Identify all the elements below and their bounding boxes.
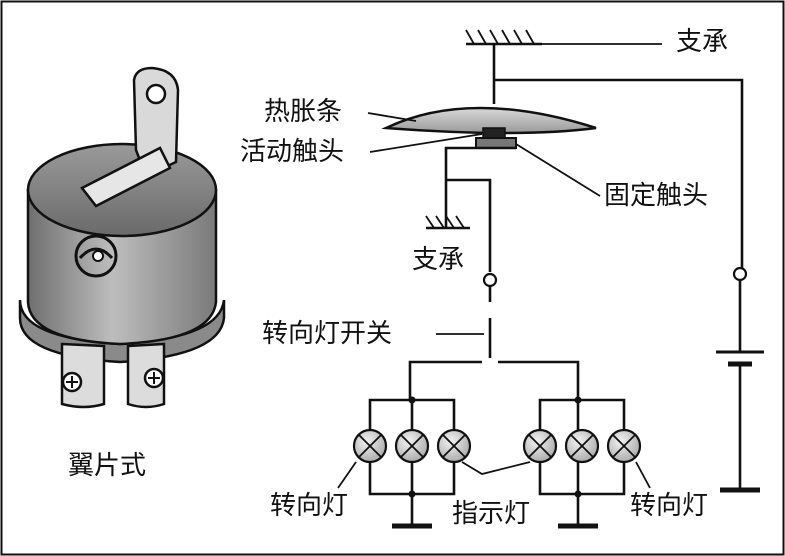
turn-lamp-left-leader <box>337 461 357 489</box>
fixed-contact-support-bar <box>444 146 516 180</box>
thermal-strip-leader <box>367 112 417 122</box>
turn-lamp-right-leader <box>635 461 651 489</box>
label-turn-lamp-left: 转向灯 <box>270 491 348 521</box>
switch-right-contact <box>498 360 580 400</box>
moving-contact-leader <box>369 133 483 153</box>
switch-terminal-upper <box>482 272 498 288</box>
indicator-lamp-left <box>436 428 472 464</box>
label-fixed-contact: 固定触头 <box>604 181 708 211</box>
battery-feed-wire <box>494 78 744 268</box>
turn-lamp-right-2 <box>606 428 642 464</box>
moving-contact <box>482 127 506 139</box>
turn-lamp-left-1 <box>352 428 388 464</box>
battery-terminal <box>732 266 748 282</box>
turn-lamp-right-1 <box>564 428 600 464</box>
indicator-lamp-right <box>522 428 558 464</box>
thermal-expansion-strip <box>381 106 597 135</box>
right-lamp-bank <box>522 396 642 529</box>
middle-support-ground-symbol <box>425 180 470 230</box>
device-caption: 翼片式 <box>68 451 146 481</box>
logo-emblem <box>74 234 118 278</box>
turn-lamp-left-2 <box>394 428 430 464</box>
label-turn-switch: 转向灯开关 <box>262 319 392 349</box>
top-support-ground-symbol <box>465 29 542 46</box>
fixed-contact <box>475 137 517 149</box>
wing-type-flasher-illustration <box>18 66 226 409</box>
label-support-mid: 支承 <box>412 245 464 275</box>
switch-feed-wire <box>446 178 492 272</box>
switch-left-contact <box>408 360 482 400</box>
label-turn-lamp-right: 转向灯 <box>630 491 708 521</box>
indicator-lamp-leader <box>461 461 531 475</box>
label-support-top: 支承 <box>676 27 728 57</box>
fixed-contact-leader <box>515 143 601 197</box>
label-moving-contact: 活动触头 <box>240 137 344 167</box>
label-thermal-strip: 热胀条 <box>264 97 342 127</box>
label-indicator-lamp: 指示灯 <box>452 499 530 529</box>
left-lamp-bank <box>352 396 472 529</box>
